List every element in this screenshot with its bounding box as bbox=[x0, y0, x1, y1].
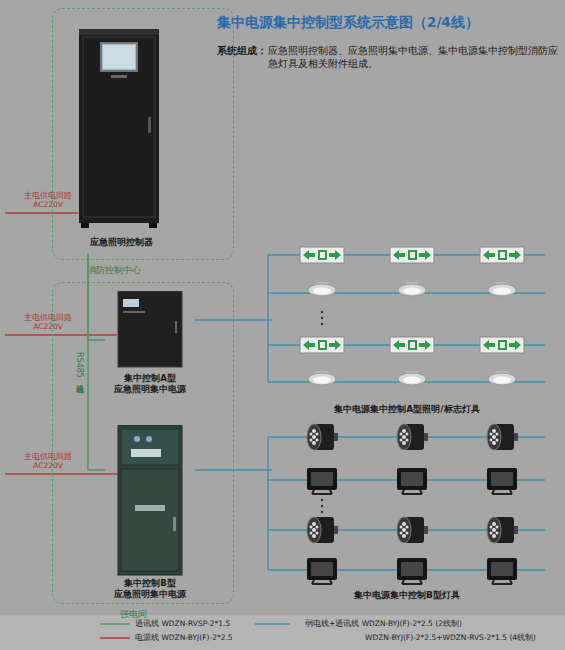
legend-text: 电源线 WDZN-BYJ(F)-2*2.5 bbox=[135, 633, 233, 642]
exit-sign bbox=[390, 247, 434, 263]
floodlight bbox=[397, 558, 427, 584]
floodlight bbox=[397, 468, 427, 494]
ellipsis-dot bbox=[321, 511, 323, 513]
exit-sign bbox=[390, 337, 434, 353]
legend-band bbox=[0, 614, 565, 650]
node-label: 集中控制A型 应急照明集中电源 bbox=[105, 373, 195, 394]
floodlight bbox=[307, 468, 337, 494]
legend-note: WDZN-BYJ(F)-2*2.5+WDZN-RVS-2*1.5 (4线制) bbox=[365, 633, 536, 642]
connector bbox=[88, 253, 105, 470]
node-label: 强电间 bbox=[103, 609, 163, 620]
power-label: 主电供电回路 AC220V bbox=[22, 313, 74, 332]
system-composition-text: 应急照明控制器、应急照明集中电源、集中电源集中控制型消防应急灯具及相关附件组成。 bbox=[268, 45, 560, 70]
downlight bbox=[488, 371, 516, 385]
legend-rule bbox=[0, 614, 565, 615]
floodlight bbox=[487, 558, 517, 584]
power-cabinet: 集中控制A型 应急照明集中电源 bbox=[105, 291, 195, 403]
node-label: 集中电源集中控制B型灯具 bbox=[272, 590, 542, 601]
ellipsis-dot bbox=[321, 505, 323, 507]
legend-line-sample bbox=[100, 637, 130, 639]
exit-sign bbox=[480, 247, 524, 263]
connector bbox=[195, 469, 272, 470]
zone-box: 强电间集中控制A型 应急照明集中电源集中控制B型 应急照明集中电源 bbox=[52, 282, 234, 604]
spotlight bbox=[397, 424, 428, 450]
system-composition-heading: 系统组成： bbox=[217, 45, 267, 58]
lamp-wires bbox=[268, 255, 545, 570]
lamps-a bbox=[300, 247, 524, 385]
power-label: 主电供电回路 AC220V bbox=[22, 191, 74, 210]
ellipsis-dot bbox=[321, 317, 323, 319]
node-label: 集中控制B型 应急照明集中电源 bbox=[105, 578, 195, 599]
controller-cabinet: 应急照明控制器 bbox=[71, 25, 171, 253]
power-wire bbox=[5, 212, 78, 213]
exit-sign bbox=[300, 247, 344, 263]
wire-trunk bbox=[267, 255, 268, 382]
power-cabinet-art bbox=[105, 291, 195, 371]
exit-sign bbox=[480, 337, 524, 353]
power-wire bbox=[5, 473, 117, 474]
downlight bbox=[488, 282, 516, 296]
wire-trunk bbox=[267, 437, 268, 570]
lamp-group: 集中电源集中控制B型灯具 bbox=[272, 420, 542, 608]
legend-text: 通讯线 WDZN-RVSP-2*1.5 bbox=[135, 619, 230, 628]
node-label: 应急照明控制器 bbox=[71, 237, 171, 248]
node-label: 消防控制中心 bbox=[87, 265, 141, 276]
diagram-title: 集中电源集中控制型系统示意图（2/4线） bbox=[217, 14, 479, 31]
spotlight bbox=[487, 517, 518, 543]
zone-box: 消防控制中心应急照明控制器 bbox=[52, 8, 234, 260]
spotlight bbox=[307, 424, 338, 450]
legend-line-sample bbox=[255, 623, 290, 625]
downlight bbox=[308, 371, 336, 385]
power-wire bbox=[5, 334, 117, 335]
connector bbox=[195, 319, 272, 320]
lamps-b bbox=[307, 424, 518, 584]
legend-panel bbox=[0, 614, 565, 650]
floodlight bbox=[307, 558, 337, 584]
downlight bbox=[308, 282, 336, 296]
power-cabinet: 集中控制B型 应急照明集中电源 bbox=[105, 425, 195, 605]
ellipsis-dot bbox=[321, 311, 323, 313]
spotlight bbox=[307, 517, 338, 543]
ellipsis-dot bbox=[321, 499, 323, 501]
lamp-group: 集中电源集中控制A型照明/标志灯具 bbox=[272, 240, 542, 420]
ellipsis-dot bbox=[321, 323, 323, 325]
connector bbox=[88, 253, 105, 340]
floodlight bbox=[487, 468, 517, 494]
controller-cabinet-art bbox=[71, 25, 171, 231]
node-label: 集中电源集中控制A型照明/标志灯具 bbox=[272, 404, 542, 415]
exit-sign bbox=[300, 337, 344, 353]
spotlight bbox=[397, 517, 428, 543]
spotlight bbox=[487, 424, 518, 450]
edge-label: RS485通讯总线 bbox=[74, 352, 84, 378]
power-cabinet-art bbox=[105, 425, 195, 577]
downlight bbox=[398, 371, 426, 385]
legend-text: 弱电线+通讯线 WDZN-BYJ(F)-2*2.5 (2线制) bbox=[305, 619, 462, 628]
power-label: 主电供电回路 AC220V bbox=[22, 452, 74, 471]
power-wires bbox=[5, 213, 117, 474]
downlight bbox=[398, 282, 426, 296]
legend-line-sample bbox=[100, 623, 130, 625]
